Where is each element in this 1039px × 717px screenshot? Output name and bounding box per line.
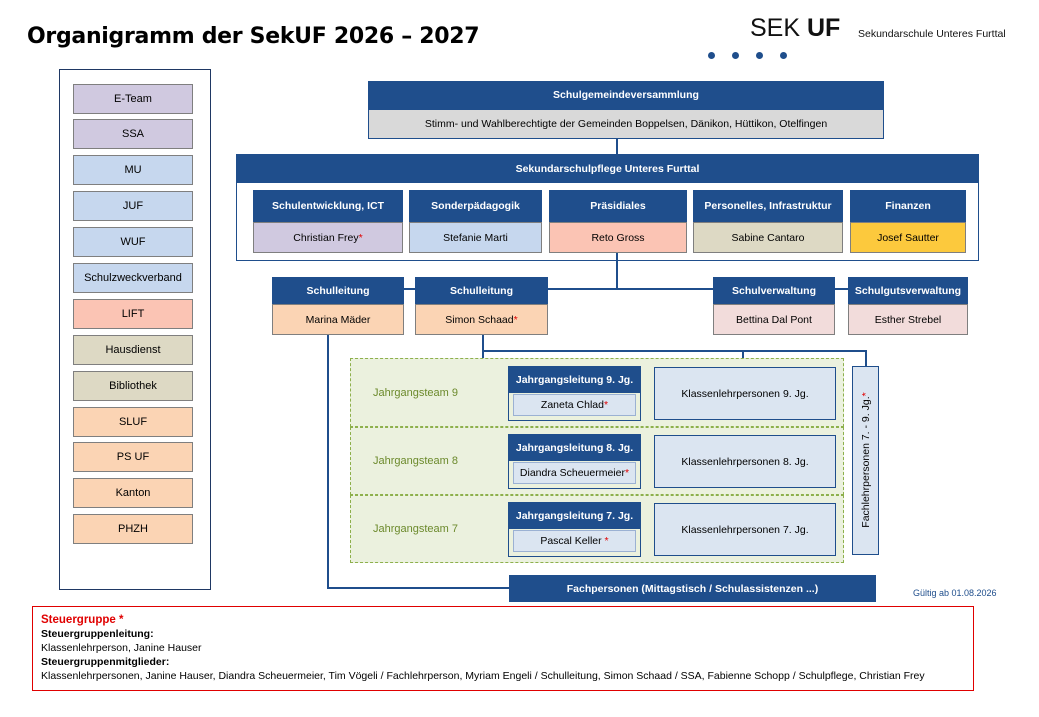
leader-person: Marina Mäder bbox=[272, 304, 404, 335]
sidebar-panel bbox=[59, 69, 211, 590]
steering-members-label: Steuergruppenmitglieder: bbox=[41, 656, 170, 668]
leader-person: Bettina Dal Pont bbox=[713, 304, 835, 335]
leader-person: Esther Strebel bbox=[848, 304, 968, 335]
grade-lead-person: Zaneta Chlad* bbox=[513, 394, 636, 416]
sidebar-item-e-team: E-Team bbox=[73, 84, 193, 114]
sidebar-item-ps-uf: PS UF bbox=[73, 442, 193, 472]
connector-line bbox=[482, 350, 866, 352]
connector-line bbox=[327, 587, 509, 589]
dept-title: Personelles, Infrastruktur bbox=[693, 190, 843, 222]
class-teachers: Klassenlehrpersonen 9. Jg. bbox=[654, 367, 836, 420]
dept-person: Christian Frey* bbox=[253, 222, 403, 253]
leader-title: Schulleitung bbox=[415, 277, 548, 304]
assembly-header: Schulgemeindeversammlung bbox=[368, 81, 884, 109]
steering-lead-text: Klassenlehrperson, Janine Hauser bbox=[41, 642, 202, 654]
specialists-box: Fachpersonen (Mittagstisch / Schulassist… bbox=[509, 575, 876, 602]
leader-person: Simon Schaad* bbox=[415, 304, 548, 335]
grade-lead-title: Jahrgangsleitung 9. Jg. bbox=[508, 366, 641, 393]
sidebar-item-sluf: SLUF bbox=[73, 407, 193, 437]
board-header: Sekundarschulpflege Unteres Furttal bbox=[236, 154, 979, 183]
dept-title: Präsidiales bbox=[549, 190, 687, 222]
team-label: Jahrgangsteam 7 bbox=[373, 523, 458, 535]
sidebar-item-phzh: PHZH bbox=[73, 514, 193, 544]
sidebar-item-lift: LIFT bbox=[73, 299, 193, 329]
logo-subtitle: Sekundarschule Unteres Furttal bbox=[858, 28, 1006, 40]
dept-title: Sonderpädagogik bbox=[409, 190, 542, 222]
page-title: Organigramm der SekUF 2026 – 2027 bbox=[27, 24, 480, 49]
steering-members-text: Klassenlehrpersonen, Janine Hauser, Dian… bbox=[41, 670, 925, 682]
dept-title: Finanzen bbox=[850, 190, 966, 222]
connector-line bbox=[616, 252, 618, 288]
grade-lead-person: Pascal Keller * bbox=[513, 530, 636, 552]
dept-person: Sabine Cantaro bbox=[693, 222, 843, 253]
sidebar-item-wuf: WUF bbox=[73, 227, 193, 257]
logo-sek: SEK bbox=[750, 14, 801, 42]
class-teachers: Klassenlehrpersonen 7. Jg. bbox=[654, 503, 836, 556]
sidebar-item-ssa: SSA bbox=[73, 119, 193, 149]
dept-person: Josef Sautter bbox=[850, 222, 966, 253]
subject-teachers-box bbox=[852, 366, 879, 555]
leader-title: Schulleitung bbox=[272, 277, 404, 304]
grade-lead-title: Jahrgangsleitung 8. Jg. bbox=[508, 434, 641, 461]
connector-line bbox=[834, 288, 848, 290]
team-label: Jahrgangsteam 8 bbox=[373, 455, 458, 467]
connector-line bbox=[404, 288, 714, 290]
sidebar-item-bibliothek: Bibliothek bbox=[73, 371, 193, 401]
leader-title: Schulverwaltung bbox=[713, 277, 835, 304]
dept-title: Schulentwicklung, ICT bbox=[253, 190, 403, 222]
grade-lead-title: Jahrgangsleitung 7. Jg. bbox=[508, 502, 641, 529]
dept-person: Stefanie Marti bbox=[409, 222, 542, 253]
grade-lead-person: Diandra Scheuermeier* bbox=[513, 462, 636, 484]
connector-line bbox=[616, 138, 618, 156]
leader-title: Schulgutsverwaltung bbox=[848, 277, 968, 304]
sidebar-item-kanton: Kanton bbox=[73, 478, 193, 508]
subject-teachers-label: Fachlehrpersonen 7. - 9. Jg.* bbox=[860, 392, 872, 528]
assembly-body: Stimm- und Wahlberechtigte der Gemeinden… bbox=[368, 109, 884, 139]
steering-group: Steuergruppe * Steuergruppenleitung: Kla… bbox=[32, 606, 974, 691]
sidebar-item-schulzweckverband: Schulzweckverband bbox=[73, 263, 193, 293]
sidebar-item-mu: MU bbox=[73, 155, 193, 185]
logo-dots bbox=[708, 52, 798, 62]
logo: SEK UF bbox=[750, 14, 840, 43]
connector-line bbox=[865, 350, 867, 366]
sidebar-item-hausdienst: Hausdienst bbox=[73, 335, 193, 365]
connector-line bbox=[327, 335, 329, 588]
class-teachers: Klassenlehrpersonen 8. Jg. bbox=[654, 435, 836, 488]
team-label: Jahrgangsteam 9 bbox=[373, 387, 458, 399]
steering-lead-label: Steuergruppenleitung: bbox=[41, 628, 154, 640]
valid-from: Gültig ab 01.08.2026 bbox=[913, 588, 997, 598]
dept-person: Reto Gross bbox=[549, 222, 687, 253]
steering-title: Steuergruppe * bbox=[41, 614, 124, 626]
logo-uf: UF bbox=[806, 14, 841, 42]
sidebar-item-juf: JUF bbox=[73, 191, 193, 221]
